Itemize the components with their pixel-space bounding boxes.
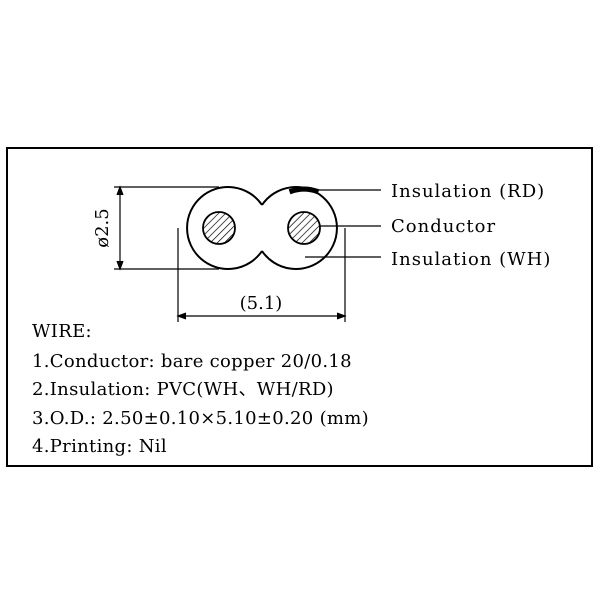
right-wire [261, 186, 338, 270]
drawing-frame [6, 147, 593, 467]
spec-heading: WIRE: [32, 321, 92, 342]
spec-line-od: 3.O.D.: 2.50±0.10×5.10±0.20 (mm) [32, 408, 369, 429]
left-wire [186, 186, 263, 270]
diameter-label: ø2.5 [92, 208, 113, 247]
leader-lines [305, 189, 381, 258]
diameter-dimension [114, 185, 219, 271]
right-insulation [261, 186, 338, 270]
width-dimension [176, 228, 347, 322]
right-conductor [287, 211, 321, 245]
spec-line-insulation: 2.Insulation: PVC(WH、WH/RD) [32, 379, 334, 400]
width-label: (5.1) [240, 293, 283, 314]
spec-line-printing: 4.Printing: Nil [32, 436, 167, 457]
callout-insulation-rd: Insulation (RD) [391, 181, 545, 202]
left-insulation [186, 186, 263, 270]
left-conductor [202, 211, 236, 245]
red-stripe [288, 186, 320, 195]
callout-conductor: Conductor [391, 216, 496, 237]
callout-insulation-wh: Insulation (WH) [391, 249, 551, 270]
spec-line-conductor: 1.Conductor: bare copper 20/0.18 [32, 351, 352, 372]
